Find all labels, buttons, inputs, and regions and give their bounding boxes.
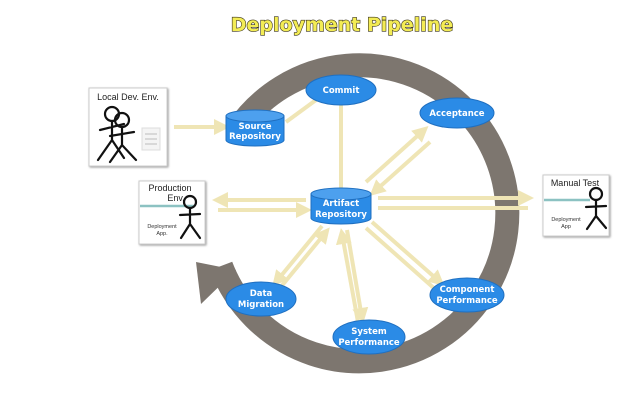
svg-text:Acceptance: Acceptance [429,109,484,119]
connector-artifact-to-data-migration [272,224,324,287]
node-data-migration: Data Migration [225,281,297,317]
operator-figure-icon [178,194,202,240]
production-env-box: Production Env. Deployment App. [138,180,206,245]
node-component-performance: Component Performance [429,277,505,313]
svg-text:App: App [561,224,571,230]
node-acceptance: Acceptance [419,97,495,129]
document-icon [141,127,161,151]
node-commit: Commit [305,74,377,106]
connectors [174,98,534,324]
connector-system-performance-to-artifact [335,228,360,323]
svg-text:Deployment: Deployment [147,224,177,230]
connector-source-to-commit [284,98,318,124]
svg-text:Local Dev. Env.: Local Dev. Env. [97,92,159,102]
svg-text:Repository: Repository [315,210,367,220]
svg-text:Commit: Commit [323,86,360,96]
node-source-repository: Source Repository [225,109,285,147]
tester-figure-icon [584,186,608,231]
svg-text:Source: Source [238,122,271,132]
node-system-performance: System Performance [332,319,406,355]
svg-text:Repository: Repository [229,132,281,142]
diagram-title: Deployment Pipeline [231,14,453,36]
local-dev-env-box: Local Dev. Env. [88,87,168,167]
connector-component-performance-to-artifact [364,226,438,292]
svg-text:System: System [351,327,387,337]
developer-figures-icon [96,105,138,164]
svg-text:Production: Production [148,183,191,193]
svg-text:Component: Component [440,285,495,295]
manual-test-box: Manual Test Deployment App [542,174,610,237]
svg-text:Performance: Performance [436,296,498,306]
connector-artifact-to-acceptance [364,125,429,184]
svg-text:App.: App. [156,231,168,237]
connector-artifact-to-component-performance [370,220,445,286]
svg-text:Data: Data [250,289,273,299]
connector-acceptance-to-artifact [369,140,432,196]
svg-text:Performance: Performance [338,338,400,348]
node-artifact-repository: Artifact Repository [310,187,372,225]
svg-text:Manual Test: Manual Test [551,178,600,188]
connector-data-migration-to-artifact [278,227,330,290]
svg-text:Migration: Migration [238,300,284,310]
svg-text:Artifact: Artifact [323,199,359,209]
svg-text:Env.: Env. [167,193,184,203]
svg-text:Deployment: Deployment [551,217,581,223]
pipeline-cycle-arrow [196,53,520,374]
